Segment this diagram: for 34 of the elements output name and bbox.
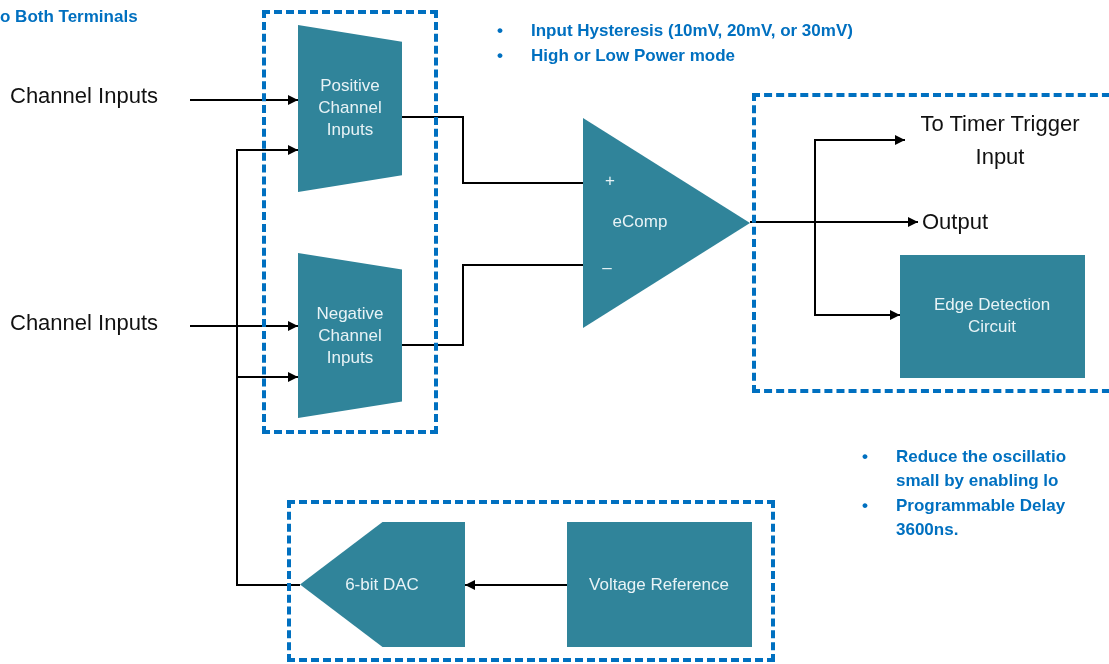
bullet-text: High or Low Power mode: [531, 45, 735, 67]
bullet-mark: •: [497, 45, 503, 67]
comparator-triangle: [583, 118, 750, 328]
signal-label: Channel Inputs: [10, 82, 190, 110]
block-label: Edge Detection Circuit: [932, 293, 1052, 338]
block-label: +: [605, 169, 615, 192]
block-label: –: [602, 256, 612, 279]
block-label: Positive Channel Inputs: [317, 74, 383, 142]
dac-block: [300, 522, 465, 647]
connector-arrow: [189, 95, 299, 105]
block-label: Negative Channel Inputs: [315, 302, 385, 370]
process-box: [567, 522, 752, 647]
signal-label: Channel Inputs: [10, 309, 190, 337]
multiplexer-block: [298, 253, 402, 418]
bullet-text: Input Hysteresis (10mV, 20mV, or 30mV): [531, 20, 853, 42]
bullet-mark: •: [862, 495, 868, 517]
signal-label: Output: [918, 208, 1008, 236]
dashed-group-frame: [287, 500, 775, 662]
bullet-text: Reduce the oscillatio small by enabling lo: [896, 446, 1068, 492]
block-label: eComp: [612, 210, 668, 233]
multiplexer-block: [298, 25, 402, 192]
bullet-text: Programmable Delay 3600ns.: [896, 495, 1067, 541]
block-label: Voltage Reference: [588, 573, 730, 596]
connector-arrow: [464, 580, 568, 590]
process-box: [900, 255, 1085, 378]
bullet-mark: •: [862, 446, 868, 468]
signal-label: To Timer Trigger Input: [905, 108, 1095, 172]
connector-arrow: [236, 372, 301, 586]
connector-arrow: [189, 321, 299, 331]
dashed-group-frame: [752, 93, 1109, 393]
bullet-mark: •: [497, 20, 503, 42]
dashed-group-frame: [262, 10, 438, 434]
note-text: o Both Terminals: [0, 7, 138, 27]
block-label: 6-bit DAC: [344, 573, 420, 596]
